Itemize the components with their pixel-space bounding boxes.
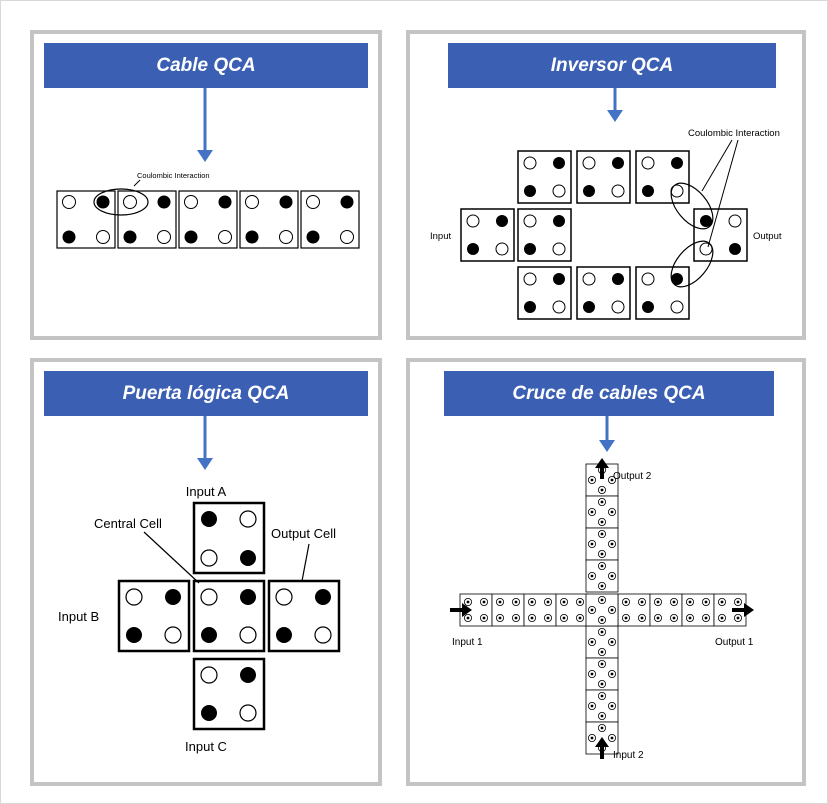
gate-central-cell-label: Central Cell bbox=[94, 516, 162, 531]
crossing-cells bbox=[459, 463, 747, 755]
interaction-ellipse-top bbox=[670, 182, 714, 230]
horizontal-wire-cell bbox=[617, 593, 651, 627]
vertical-wire-cell bbox=[585, 495, 619, 529]
interaction-ellipse bbox=[93, 188, 149, 216]
output-1-label: Output 1 bbox=[715, 637, 754, 648]
gate-input-a-label: Input A bbox=[186, 484, 227, 499]
inverter-cell-top-1 bbox=[517, 150, 572, 204]
gate-title: Puerta lógica QCA bbox=[44, 371, 368, 416]
crossing-center-cell bbox=[585, 593, 619, 627]
down-arrow-icon bbox=[607, 88, 623, 122]
cable-cell-2 bbox=[117, 190, 177, 249]
gate-input-a-cell bbox=[192, 501, 266, 575]
cable-annotation: Coulombic Interaction bbox=[137, 171, 210, 180]
input-2-label: Input 2 bbox=[613, 750, 644, 761]
crossing-diagram: Output 2 Input 2 Input 1 Output 1 bbox=[450, 416, 754, 761]
output-2-label: Output 2 bbox=[613, 471, 652, 482]
gate-central-cell bbox=[192, 579, 266, 653]
inverter-cell-bot-3 bbox=[635, 266, 690, 320]
vertical-wire-cell bbox=[585, 625, 619, 659]
inverter-cell-top-3 bbox=[635, 150, 690, 204]
gate-input-b-label: Input B bbox=[58, 609, 99, 624]
cable-panel: Cable QCA bbox=[30, 30, 382, 340]
input-1-arrow-icon bbox=[450, 603, 472, 617]
down-arrow-icon bbox=[599, 416, 615, 452]
inverter-cell-bot-1 bbox=[517, 266, 572, 320]
output-2-arrow-icon bbox=[595, 458, 609, 479]
inverter-cell-bot-2 bbox=[576, 266, 631, 320]
horizontal-wire-cell bbox=[555, 593, 589, 627]
horizontal-wire-cell bbox=[681, 593, 715, 627]
down-arrow-icon bbox=[197, 416, 213, 470]
gate-output-cell-label: Output Cell bbox=[271, 526, 336, 541]
gate-panel: Puerta lógica QCA Input A bbox=[30, 358, 382, 786]
inverter-input-cell bbox=[460, 208, 515, 262]
vertical-wire-cell bbox=[585, 657, 619, 691]
input-1-label: Input 1 bbox=[452, 637, 483, 648]
vertical-wire-cell bbox=[585, 559, 619, 593]
vertical-wire-cell bbox=[585, 527, 619, 561]
inverter-panel: Inversor QCA bbox=[406, 30, 806, 340]
cable-cell-3 bbox=[178, 190, 238, 249]
inverter-output-cell bbox=[693, 208, 748, 262]
vertical-wire-cell bbox=[585, 689, 619, 723]
inverter-cell-mid bbox=[517, 208, 572, 262]
horizontal-wire-cell bbox=[523, 593, 557, 627]
gate-input-c-cell bbox=[192, 657, 266, 731]
cable-title: Cable QCA bbox=[44, 43, 368, 88]
crossing-panel: Cruce de cables QCA Output 2 Input 2 Inp… bbox=[406, 358, 806, 786]
horizontal-wire-cell bbox=[459, 593, 493, 627]
down-arrow-icon bbox=[197, 88, 213, 162]
horizontal-wire-cell bbox=[649, 593, 683, 627]
gate-output-cell bbox=[267, 579, 341, 653]
cable-diagram: Coulombic Interaction bbox=[56, 88, 360, 249]
output-1-arrow-icon bbox=[732, 603, 754, 617]
gate-input-c-label: Input C bbox=[185, 739, 227, 754]
cable-cell-4 bbox=[239, 190, 299, 249]
input-2-arrow-icon bbox=[595, 737, 609, 759]
crossing-title: Cruce de cables QCA bbox=[444, 371, 774, 416]
inverter-title: Inversor QCA bbox=[448, 43, 776, 88]
interaction-ellipse-bottom bbox=[670, 240, 714, 288]
horizontal-wire-cell bbox=[491, 593, 525, 627]
inverter-input-label: Input bbox=[430, 231, 451, 242]
cable-cell-5 bbox=[300, 190, 360, 249]
inverter-cell-top-2 bbox=[576, 150, 631, 204]
inverter-output-label: Output bbox=[753, 231, 782, 242]
inverter-diagram: Coulombic Interaction Input Output bbox=[430, 88, 782, 320]
inverter-annotation: Coulombic Interaction bbox=[688, 128, 780, 139]
gate-input-b-cell bbox=[117, 579, 191, 653]
cable-cell-1 bbox=[56, 190, 116, 249]
gate-diagram: Input A Input B Input C Central C bbox=[58, 416, 341, 754]
